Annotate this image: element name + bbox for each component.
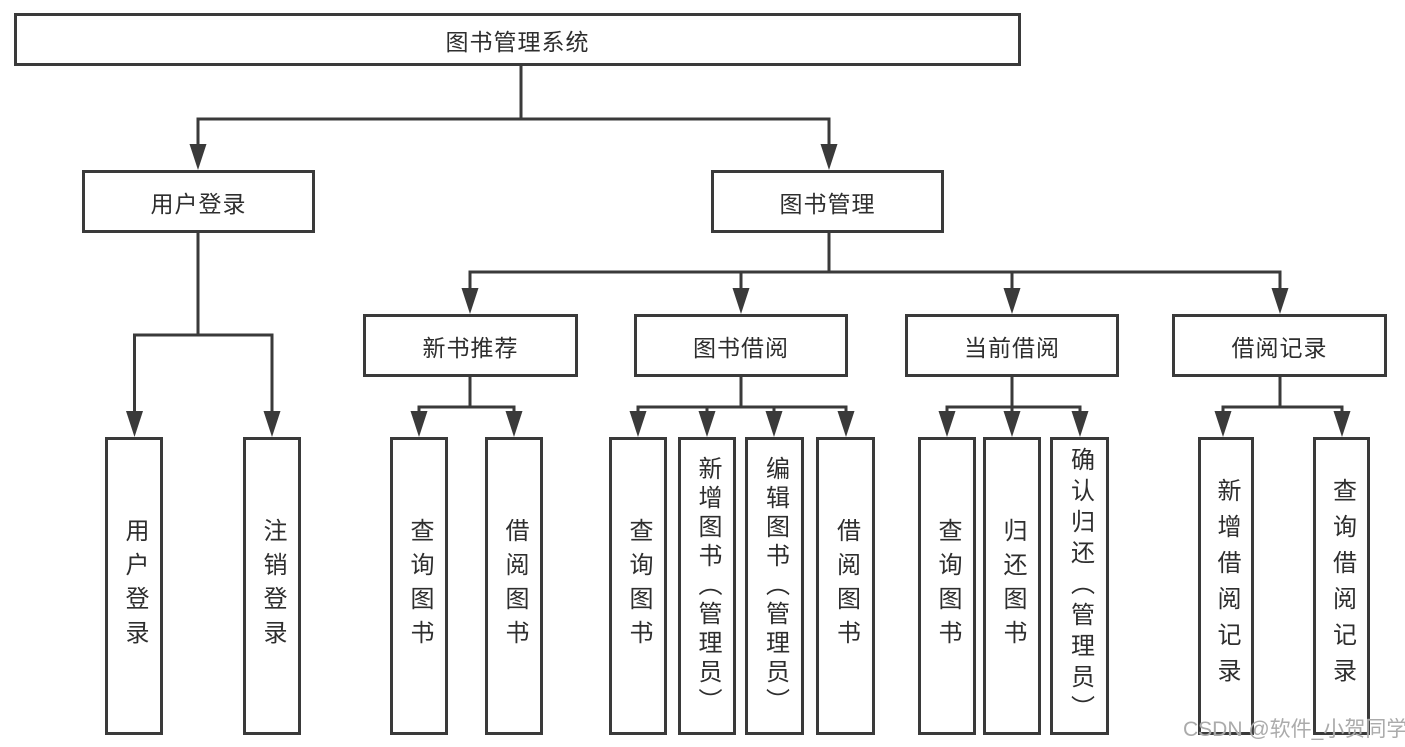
leaf-add-borrow-record: 新增借阅记录 — [1198, 437, 1254, 735]
csdn-watermark: CSDN @软件_小贺同学 — [1183, 718, 1405, 741]
leaf-borrow-book: 借阅图书 — [816, 437, 875, 735]
arrow-icon — [410, 411, 428, 437]
arrow-icon — [629, 411, 647, 437]
arrow-icon — [1333, 411, 1351, 437]
leaf-query-book-current-label: 查询图书 — [934, 518, 961, 654]
leaf-user-login-label: 用户登录 — [121, 518, 148, 654]
arrowheads — [126, 144, 1351, 437]
node-current-borrow: 当前借阅 — [905, 314, 1119, 377]
connector-book-mgmt-split — [468, 233, 1282, 294]
leaf-query-book-recommend-label: 查询图书 — [406, 518, 433, 654]
arrow-icon — [461, 288, 479, 314]
arrow-icon — [1003, 411, 1021, 437]
leaf-confirm-return-admin: 确认归还（管理员） — [1050, 437, 1109, 735]
leaf-query-borrow-record: 查询借阅记录 — [1313, 437, 1370, 735]
node-root: 图书管理系统 — [14, 13, 1021, 66]
leaf-query-book-borrow: 查询图书 — [609, 437, 667, 735]
leaf-query-borrow-record-label: 查询借阅记录 — [1328, 478, 1356, 694]
leaf-add-book-admin: 新增图书（管理员） — [678, 437, 736, 735]
node-book-management-label: 图书管理 — [779, 190, 876, 217]
leaf-borrow-book-recommend-label: 借阅图书 — [501, 518, 528, 654]
leaf-edit-book-admin: 编辑图书（管理员） — [745, 437, 804, 735]
node-borrow-record: 借阅记录 — [1172, 314, 1387, 377]
leaf-query-book-borrow-label: 查询图书 — [625, 518, 652, 654]
node-user-login-label: 用户登录 — [150, 190, 247, 217]
arrow-icon — [189, 144, 207, 170]
leaf-borrow-book-recommend: 借阅图书 — [485, 437, 543, 735]
arrow-icon — [126, 411, 143, 437]
leaf-return-book-label: 归还图书 — [999, 518, 1026, 654]
leaf-add-book-admin-label: 新增图书（管理员） — [694, 455, 721, 717]
arrow-icon — [698, 411, 716, 437]
node-new-book-recommend-label: 新书推荐 — [422, 334, 519, 361]
leaf-user-login: 用户登录 — [105, 437, 163, 735]
connector-user-login-split — [133, 233, 274, 417]
arrow-icon — [732, 288, 750, 314]
arrow-icon — [1271, 288, 1289, 314]
leaf-borrow-book-label: 借阅图书 — [832, 518, 860, 654]
node-book-borrow: 图书借阅 — [634, 314, 848, 377]
node-borrow-record-label: 借阅记录 — [1231, 334, 1328, 361]
leaf-confirm-return-admin-label: 确认归还（管理员） — [1066, 446, 1094, 726]
node-new-book-recommend: 新书推荐 — [363, 314, 578, 377]
leaf-query-book-recommend: 查询图书 — [390, 437, 448, 735]
connector-borrow-record-split — [1221, 377, 1344, 417]
arrow-icon — [1003, 288, 1021, 314]
node-user-login: 用户登录 — [82, 170, 315, 233]
leaf-add-borrow-record-label: 新增借阅记录 — [1213, 478, 1240, 694]
node-book-borrow-label: 图书借阅 — [693, 334, 789, 361]
leaf-edit-book-admin-label: 编辑图书（管理员） — [761, 455, 789, 717]
arrow-icon — [263, 411, 281, 437]
node-current-borrow-label: 当前借阅 — [964, 334, 1060, 361]
leaf-query-book-current: 查询图书 — [918, 437, 976, 735]
arrow-icon — [837, 411, 855, 437]
arrow-icon — [1071, 411, 1089, 437]
connector-new-book-split — [417, 377, 516, 417]
connector-book-borrow-split — [636, 377, 848, 417]
leaf-logout: 注销登录 — [243, 437, 301, 735]
node-book-management: 图书管理 — [711, 170, 944, 233]
arrow-icon — [938, 411, 956, 437]
arrow-icon — [820, 144, 838, 170]
leaf-return-book: 归还图书 — [983, 437, 1041, 735]
arrow-icon — [765, 411, 783, 437]
leaf-logout-label: 注销登录 — [259, 518, 286, 654]
arrow-icon — [505, 411, 523, 437]
arrow-icon — [1214, 411, 1232, 437]
node-root-label: 图书管理系统 — [445, 28, 590, 55]
connector-root-split — [196, 64, 831, 150]
